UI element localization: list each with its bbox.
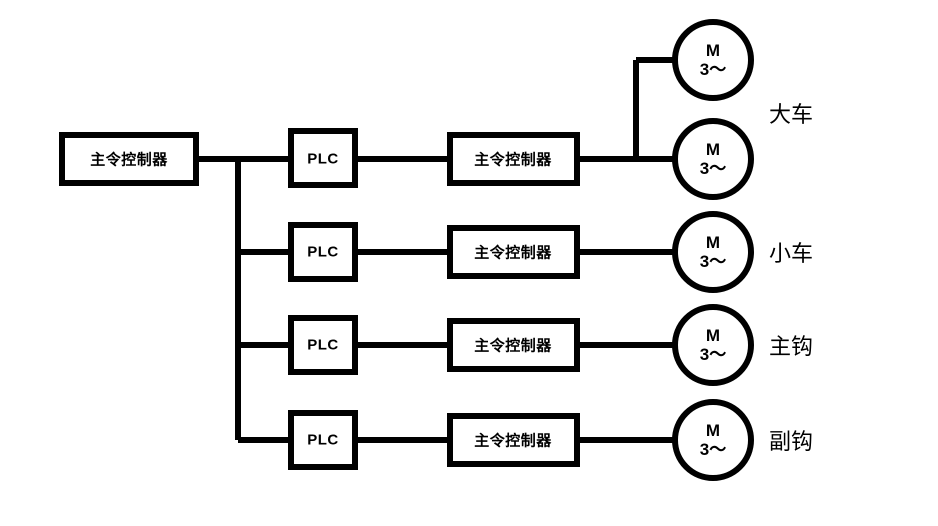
plc-box-row1[interactable] (288, 128, 358, 188)
motor-circle-row1-upper[interactable] (672, 19, 754, 101)
motor-circle-row2[interactable] (672, 211, 754, 293)
plc-box-row4[interactable] (288, 410, 358, 470)
controller-box-row2[interactable] (447, 225, 580, 279)
controller-box-row3[interactable] (447, 318, 580, 372)
plc-box-row2[interactable] (288, 222, 358, 282)
plc-box-row3[interactable] (288, 315, 358, 375)
controller-box-row4[interactable] (447, 413, 580, 467)
motor-circle-row1-lower[interactable] (672, 118, 754, 200)
motor-circle-row3[interactable] (672, 304, 754, 386)
motor-circle-row4[interactable] (672, 399, 754, 481)
controller-box-row1[interactable] (447, 132, 580, 186)
source-controller-box[interactable] (59, 132, 199, 186)
